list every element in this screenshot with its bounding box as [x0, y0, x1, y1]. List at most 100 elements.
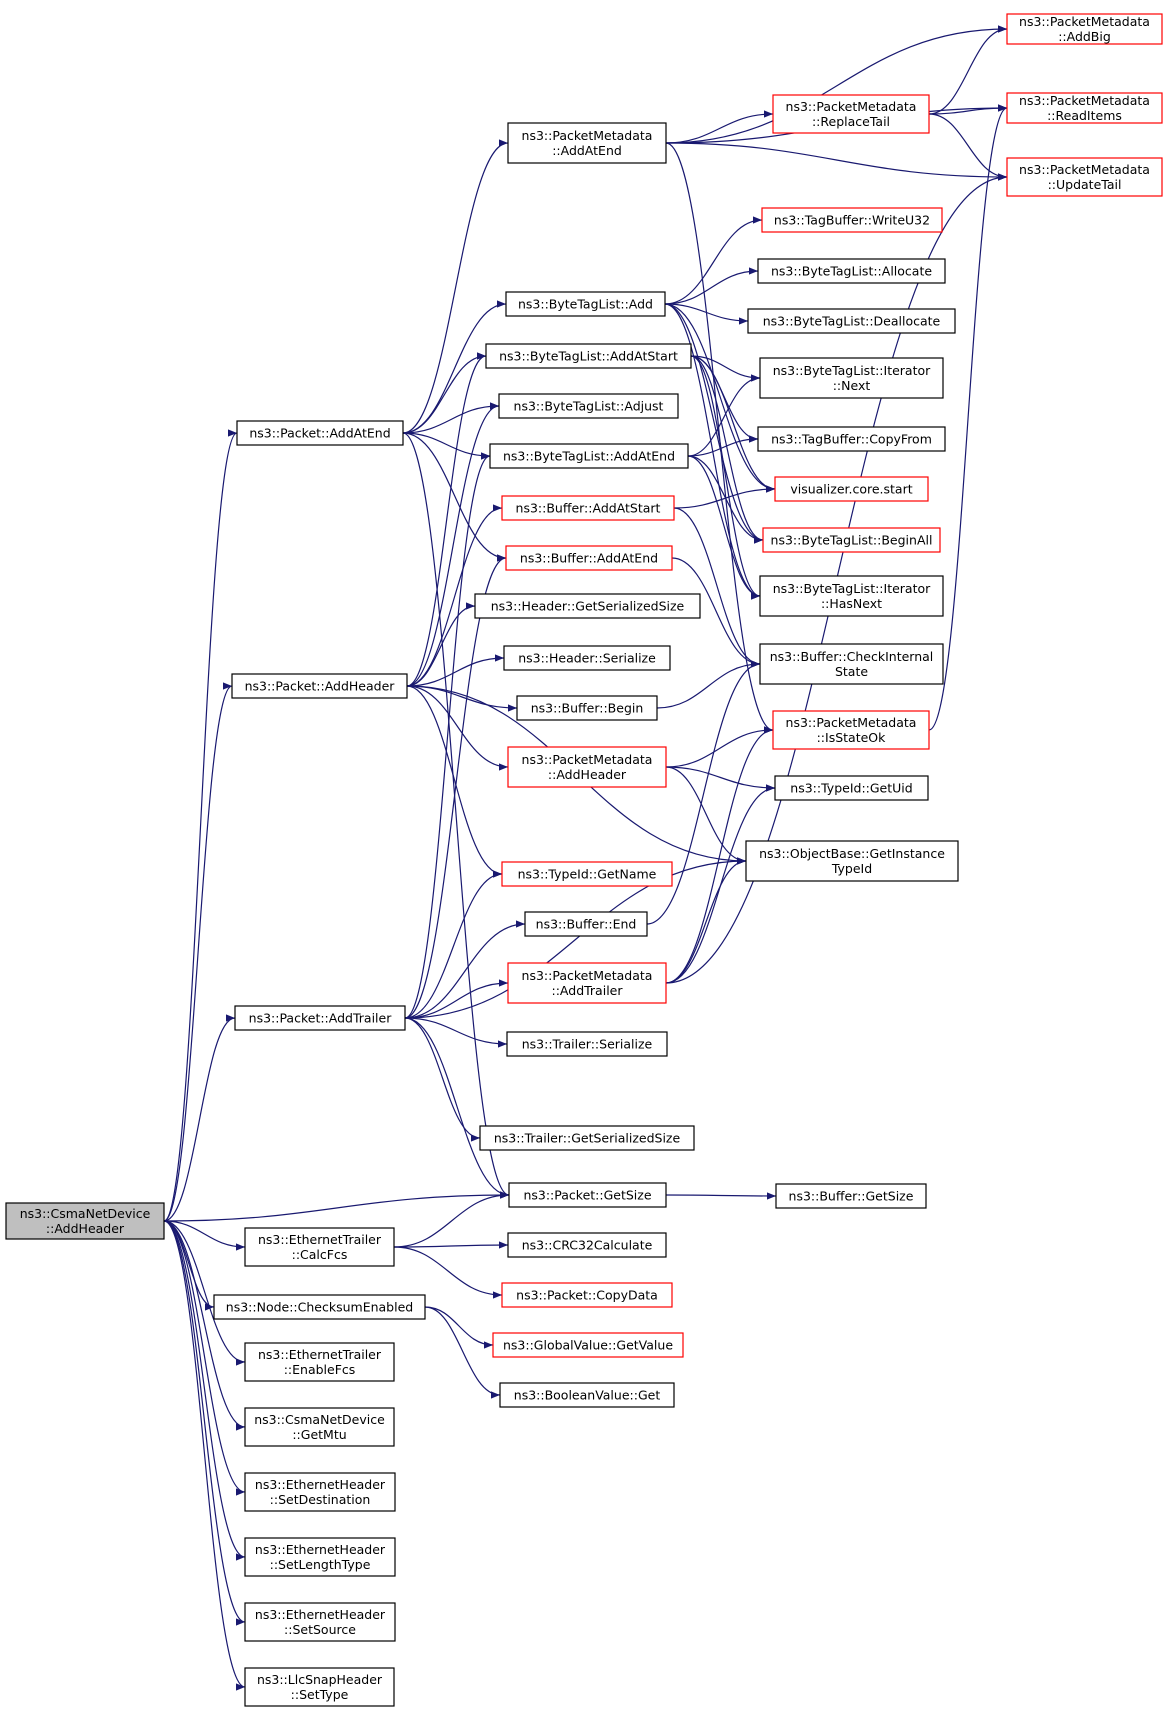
node-box	[231, 673, 408, 699]
graph-node-typeid-getuid[interactable]: ns3::TypeId::GetUid	[774, 775, 929, 801]
graph-node-buf-addatstart[interactable]: ns3::Buffer::AddAtStart	[501, 495, 675, 521]
graph-node-pm-addtrailer[interactable]: ns3::PacketMetadata::AddTrailer	[507, 962, 667, 1004]
graph-node-tr-getser[interactable]: ns3::Trailer::GetSerializedSize	[479, 1125, 695, 1151]
edge-btl-add-to-btl-allocate	[664, 267, 759, 305]
graph-node-crc32[interactable]: ns3::CRC32Calculate	[507, 1232, 667, 1258]
edge-btl-addatend-to-btl-it-hasnext	[687, 455, 761, 600]
graph-node-btl-add[interactable]: ns3::ByteTagList::Add	[505, 291, 666, 317]
node-label: ns3::Node::ChecksumEnabled	[226, 1300, 413, 1315]
edge-btl-addatstart-to-btl-it-hasnext	[690, 355, 761, 600]
graph-node-eth-enablefcs[interactable]: ns3::EthernetTrailer::EnableFcs	[244, 1342, 395, 1382]
graph-node-buf-end[interactable]: ns3::Buffer::End	[524, 911, 648, 937]
edge-btl-addatstart-to-viz-start	[690, 355, 776, 493]
node-box	[505, 291, 666, 317]
graph-node-gv-getvalue[interactable]: ns3::GlobalValue::GetValue	[492, 1332, 684, 1358]
node-label: ns3::CRC32Calculate	[522, 1238, 653, 1253]
graph-node-tb-writeu32[interactable]: ns3::TagBuffer::WriteU32	[761, 207, 943, 233]
edge-eth-calcfcs-to-pkt-getsize	[393, 1191, 510, 1248]
node-box	[507, 962, 667, 1004]
node-box	[757, 426, 946, 452]
node-label: ns3::GlobalValue::GetValue	[503, 1338, 673, 1353]
graph-node-pm-readitems[interactable]: ns3::PacketMetadata::ReadItems	[1006, 92, 1163, 124]
node-box	[244, 1667, 395, 1707]
graph-node-pm-addheader[interactable]: ns3::PacketMetadata::AddHeader	[507, 746, 667, 788]
graph-node-pkt-copydata[interactable]: ns3::Packet::CopyData	[501, 1282, 673, 1308]
graph-node-btl-it-next[interactable]: ns3::ByteTagList::Iterator::Next	[759, 357, 944, 399]
graph-node-pkt-addtrailer[interactable]: ns3::Packet::AddTrailer	[234, 1005, 406, 1031]
node-box	[772, 710, 930, 750]
graph-node-viz-start[interactable]: visualizer.core.start	[774, 476, 929, 502]
node-box	[745, 840, 959, 882]
graph-node-csma-getmtu[interactable]: ns3::CsmaNetDevice::GetMtu	[244, 1407, 395, 1447]
node-label: ns3::EthernetTrailer	[258, 1232, 382, 1247]
edge-btl-addatstart-to-btl-beginall	[690, 355, 764, 544]
graph-node-root[interactable]: ns3::CsmaNetDevice::AddHeader	[5, 1202, 165, 1240]
node-label: State	[835, 664, 868, 679]
graph-node-pm-isstateok[interactable]: ns3::PacketMetadata::IsStateOk	[772, 710, 930, 750]
graph-node-typeid-getname[interactable]: ns3::TypeId::GetName	[501, 861, 673, 887]
edge-pkt-addtrailer-to-buf-addatend	[404, 554, 507, 1019]
graph-node-pkt-addatend[interactable]: ns3::Packet::AddAtEnd	[236, 420, 404, 446]
graph-node-bool-get[interactable]: ns3::BooleanValue::Get	[499, 1382, 675, 1408]
node-label: ns3::ByteTagList::Allocate	[771, 264, 932, 279]
edge-pkt-addtrailer-to-buf-end	[404, 920, 526, 1019]
graph-node-btl-allocate[interactable]: ns3::ByteTagList::Allocate	[757, 258, 946, 284]
node-box	[244, 1537, 396, 1577]
graph-node-pkt-addheader[interactable]: ns3::Packet::AddHeader	[231, 673, 408, 699]
node-box	[501, 495, 675, 521]
graph-node-hdr-ser[interactable]: ns3::Header::Serialize	[503, 645, 671, 671]
graph-node-btl-it-hasnext[interactable]: ns3::ByteTagList::Iterator::HasNext	[759, 575, 944, 617]
edge-pkt-addatend-to-btl-addatstart	[402, 352, 487, 434]
node-box	[234, 1005, 406, 1031]
graph-node-eh-setlen[interactable]: ns3::EthernetHeader::SetLengthType	[244, 1537, 396, 1577]
graph-node-pm-replacetail[interactable]: ns3::PacketMetadata::ReplaceTail	[772, 94, 930, 134]
graph-node-llc-settype[interactable]: ns3::LlcSnapHeader::SetType	[244, 1667, 395, 1707]
node-label: ns3::CsmaNetDevice	[254, 1412, 385, 1427]
node-label: ::SetLengthType	[270, 1557, 371, 1572]
graph-node-btl-adjust[interactable]: ns3::ByteTagList::Adjust	[498, 393, 679, 419]
edge-pkt-addtrailer-to-ob-getinst	[404, 857, 747, 1019]
graph-node-tr-ser[interactable]: ns3::Trailer::Serialize	[506, 1031, 668, 1057]
edge-pm-addatend-to-pm-updatetail	[665, 142, 1008, 181]
graph-node-pm-addbig[interactable]: ns3::PacketMetadata::AddBig	[1006, 13, 1163, 45]
graph-node-btl-beginall[interactable]: ns3::ByteTagList::BeginAll	[762, 527, 941, 553]
graph-node-eh-setsrc[interactable]: ns3::EthernetHeader::SetSource	[244, 1602, 396, 1642]
graph-node-eth-calcfcs[interactable]: ns3::EthernetTrailer::CalcFcs	[244, 1227, 395, 1267]
edge-btl-add-to-btl-deallocate	[664, 303, 749, 325]
graph-node-pkt-getsize[interactable]: ns3::Packet::GetSize	[508, 1182, 667, 1208]
node-label: ::IsStateOk	[817, 730, 887, 745]
graph-node-hdr-getser[interactable]: ns3::Header::GetSerializedSize	[474, 593, 701, 619]
node-label: ns3::ByteTagList::Iterator	[773, 581, 931, 596]
graph-node-eh-setdest[interactable]: ns3::EthernetHeader::SetDestination	[244, 1472, 396, 1512]
graph-node-pm-updatetail[interactable]: ns3::PacketMetadata::UpdateTail	[1006, 157, 1163, 197]
graph-node-btl-addatstart[interactable]: ns3::ByteTagList::AddAtStart	[485, 343, 692, 369]
node-label: ns3::Packet::AddTrailer	[249, 1011, 393, 1026]
graph-node-node-checksum[interactable]: ns3::Node::ChecksumEnabled	[213, 1294, 426, 1320]
edge-root-to-pkt-addtrailer	[163, 1014, 236, 1222]
node-box	[506, 1031, 668, 1057]
graph-node-tb-copyfrom[interactable]: ns3::TagBuffer::CopyFrom	[757, 426, 946, 452]
node-box	[516, 695, 658, 721]
graph-node-btl-deallocate[interactable]: ns3::ByteTagList::Deallocate	[747, 308, 956, 334]
edge-btl-addatend-to-tb-copyfrom	[687, 435, 759, 457]
edge-pkt-addheader-to-pm-addheader	[406, 685, 509, 771]
node-box	[772, 94, 930, 134]
graph-node-buf-addatend[interactable]: ns3::Buffer::AddAtEnd	[505, 545, 673, 571]
node-label: ::GetMtu	[292, 1427, 346, 1442]
node-box	[499, 1382, 675, 1408]
node-label: ns3::ByteTagList::AddAtEnd	[503, 449, 675, 464]
node-label: ::SetSource	[284, 1622, 356, 1637]
edge-pkt-addatend-to-btl-adjust	[402, 402, 500, 434]
graph-node-pm-addatend[interactable]: ns3::PacketMetadata::AddAtEnd	[507, 122, 667, 164]
graph-node-buf-begin[interactable]: ns3::Buffer::Begin	[516, 695, 658, 721]
node-label: ::EnableFcs	[284, 1362, 356, 1377]
graph-node-btl-addatend[interactable]: ns3::ByteTagList::AddAtEnd	[489, 443, 689, 469]
graph-node-buf-getsize[interactable]: ns3::Buffer::GetSize	[775, 1183, 927, 1209]
node-label: ::AddAtEnd	[552, 143, 622, 158]
edge-pkt-addheader-to-btl-adjust	[406, 402, 500, 687]
edge-eth-calcfcs-to-crc32	[393, 1241, 509, 1249]
edge-pkt-addtrailer-to-btl-addatend	[404, 452, 491, 1019]
